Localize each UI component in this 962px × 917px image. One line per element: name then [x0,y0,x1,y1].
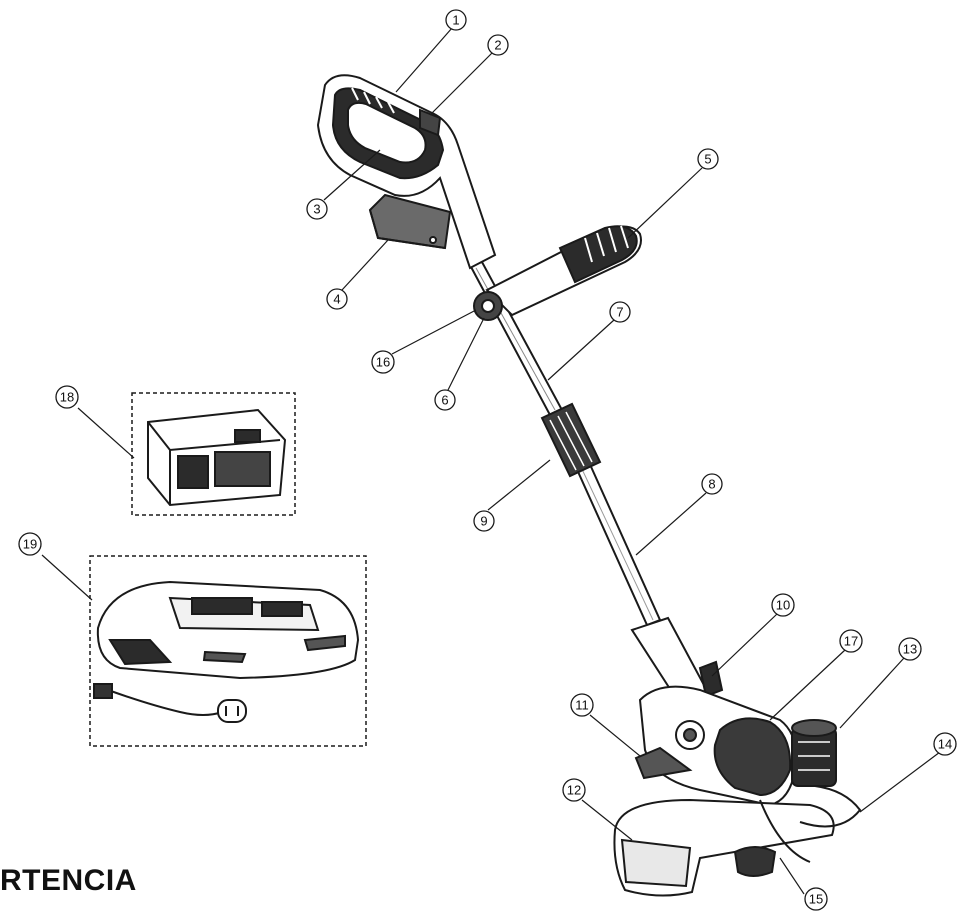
guard [613,798,835,897]
callout-2-label: 2 [494,38,501,53]
leader-lines [41,27,941,895]
callout-8: 8 [701,473,723,495]
callout-16-label: 16 [376,355,390,370]
battery-frame [131,392,296,516]
callout-10: 10 [771,593,795,617]
callout-6: 6 [434,389,456,411]
callout-14-label: 14 [938,737,952,752]
callout-9: 9 [473,510,495,532]
callout-3-label: 3 [313,202,320,217]
front-handle [473,225,642,321]
callout-2: 2 [487,34,509,56]
motor-housing [630,616,797,807]
callout-19: 19 [18,532,42,556]
callout-1: 1 [445,9,467,31]
callout-9-label: 9 [480,514,487,529]
callout-17: 17 [839,629,863,653]
callout-10-label: 10 [776,598,790,613]
callout-4: 4 [326,288,348,310]
charger [89,555,367,747]
callout-17-label: 17 [844,634,858,649]
callout-19-label: 19 [23,537,37,552]
callout-11: 11 [570,693,594,717]
callout-15-label: 15 [809,892,823,907]
lock-collar [540,402,602,478]
callout-18: 18 [55,385,79,409]
charger-frame [89,555,367,747]
callout-14: 14 [933,732,957,756]
callout-12-label: 12 [567,783,581,798]
callout-7: 7 [609,301,631,323]
callout-5-label: 5 [704,152,711,167]
battery-socket [368,193,452,250]
callout-13-label: 13 [903,642,917,657]
callout-15: 15 [804,887,828,911]
callout-13: 13 [898,637,922,661]
callout-18-label: 18 [60,390,74,405]
callouts: 1 2 3 4 5 6 7 8 [18,9,957,911]
callout-8-label: 8 [708,477,715,492]
rear-handle [316,74,497,270]
callout-5: 5 [697,148,719,170]
section-heading: RTENCIA [0,864,137,897]
callout-3: 3 [306,198,328,220]
callout-4-label: 4 [333,292,340,307]
callout-12: 12 [562,778,586,802]
wheel-assembly [759,719,862,863]
callout-6-label: 6 [441,393,448,408]
callout-11-label: 11 [575,698,589,713]
callout-16: 16 [371,350,395,374]
callout-1-label: 1 [452,13,459,28]
battery-pack [131,392,296,516]
callout-7-label: 7 [616,305,623,320]
